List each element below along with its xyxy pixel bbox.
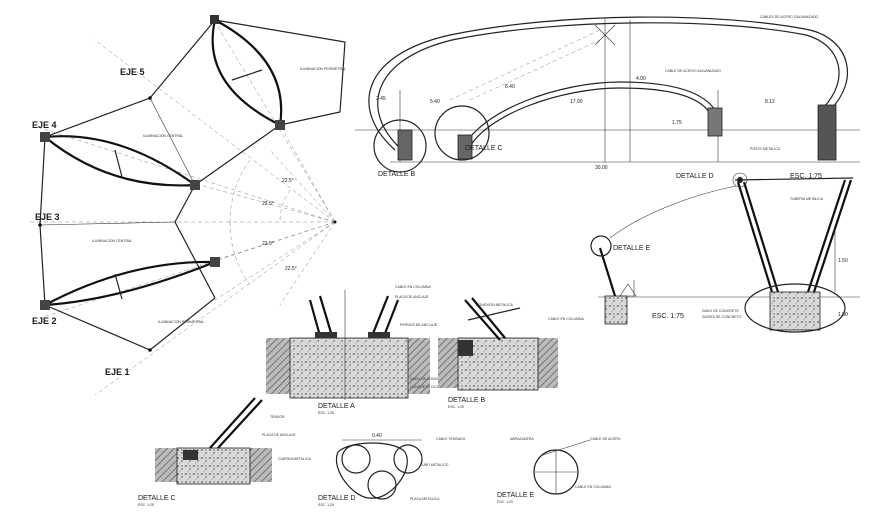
detail-scale: ESC. 1:25 [497, 500, 513, 504]
axis-label: EJE 3 [35, 212, 60, 222]
frame-view: DETALLE D DETALLE E 1.50 1.80 ESC. 1:75 … [590, 172, 860, 333]
detail-note: CABLE TENSADO [436, 437, 466, 441]
detail-b: DETALLE B ESC. 1:25 CONEXION METALICA CA… [438, 297, 584, 409]
elevation-note: POSTE METALICO [750, 147, 781, 151]
plan-dim: 22.5° [282, 178, 294, 184]
scale-label: ESC. 1:75 [652, 313, 684, 320]
frame-dim: 1.80 [838, 312, 848, 318]
plan-nodes [38, 15, 337, 352]
detail-note: PLACA DE ANCLAJE [262, 433, 296, 437]
elevation-note: CABLES DE ACERO GALVANIZADO [760, 15, 818, 19]
axis-label: EJE 2 [32, 316, 57, 326]
frame-dim: 1.50 [838, 258, 848, 264]
elevation-view: DETALLE B DETALLE C CABLES DE ACERO GALV… [355, 15, 860, 178]
detail-note: PLACA METALICA [410, 497, 440, 501]
plan-note: ILUMINACION CENTRAL [143, 134, 183, 138]
elevation-dim: 30.00 [595, 165, 608, 171]
axis-label: EJE 5 [120, 67, 145, 77]
detail-dim: 0.40 [372, 433, 382, 439]
footing [769, 291, 821, 331]
frame-note: ZAPATA DE CONCRETO [702, 315, 742, 319]
detail-title: DETALLE A [318, 403, 355, 410]
elevation-note: CABLE DE ACERO GALVANIZADO [665, 69, 721, 73]
detail-a: DETALLE A ESC. 1:25 CABLE EN COLUMNA PLA… [266, 285, 449, 415]
detail-note: CONEXION METALICA [476, 303, 514, 307]
detail-e: DETALLE E ESC. 1:25 ABRAZADERA CABLE DE … [497, 437, 621, 504]
detail-note: PERNOS DE ANCLAJE [400, 323, 438, 327]
plan-membranes [44, 19, 283, 307]
detail-title: DETALLE C [138, 495, 176, 502]
frame-note: TUBERIA METALICA [790, 197, 824, 201]
plan-dim: 22.5° [285, 266, 297, 272]
detail-e-circle [590, 235, 612, 257]
detail-scale: ESC. 1:25 [318, 503, 334, 507]
plan-note: ILUMINACION PERIMETRAL [300, 67, 346, 71]
plan-dim: 22.5° [262, 241, 274, 247]
detail-title: DETALLE D [318, 495, 356, 502]
detail-note: PLACA DE ANCLAJE [395, 295, 429, 299]
scale-label: ESC. 1:75 [790, 173, 822, 180]
plan-note: ILUMINACION PERIMETRAL [158, 320, 204, 324]
elevation-dim: 5.40 [430, 99, 440, 105]
plan-note: ILUMINACION CENTRAL [92, 239, 132, 243]
detail-note: ABRAZADERA [510, 437, 534, 441]
plan-view: EJE 5 EJE 4 EJE 3 EJE 2 EJE 1 ILUMINACIO… [30, 15, 346, 396]
detail-tag: DETALLE D [676, 173, 714, 180]
detail-scale: ESC. 1:25 [138, 503, 154, 507]
detail-c: DETALLE C ESC. 1:25 TENSOR PLACA DE ANCL… [138, 397, 311, 507]
axis-label: EJE 1 [105, 367, 130, 377]
detail-d: 0.40 DETALLE D ESC. 1:25 CABLE TENSADO T… [318, 433, 466, 507]
elevation-dim: 8.12 [765, 99, 775, 105]
detail-c-circle [434, 105, 490, 161]
detail-tag: DETALLE B [378, 171, 416, 178]
detail-note: TUBO METALICO [420, 463, 449, 467]
detail-note: CABLE EN COLUMNA [548, 317, 584, 321]
detail-note: CABLE EN COLUMNA [575, 485, 611, 489]
axis-label: EJE 4 [32, 120, 57, 130]
frame-note: DADO DE CONCRETO [702, 309, 739, 313]
detail-note: CONCRETO CICLOPEO [410, 385, 449, 389]
detail-note: CUERDA METALICA [278, 457, 311, 461]
detail-title: DETALLE B [448, 397, 486, 404]
elevation-dim: 2.45 [376, 96, 386, 102]
detail-circle [744, 283, 846, 333]
elevation-dim: 17.90 [570, 99, 583, 105]
elevation-dim: 8.40 [505, 84, 515, 90]
detail-scale: ESC. 1:25 [448, 405, 464, 409]
detail-note: CABLE EN COLUMNA [395, 285, 431, 289]
radial-lines [30, 21, 336, 396]
elevation-dim: 1.75 [672, 120, 682, 126]
detail-scale: ESC. 1:25 [318, 411, 334, 415]
detail-tag: DETALLE C [465, 145, 503, 152]
detail-b-circle [373, 119, 427, 173]
detail-note: CABLE DE ACERO [590, 437, 621, 441]
elevation-dim: 4.00 [636, 76, 646, 82]
detail-tag: DETALLE E [613, 245, 651, 252]
plan-dim: 22.5° [262, 201, 274, 207]
detail-note: TENSOR [270, 415, 285, 419]
detail-note: DADO DE CONCRETO [410, 377, 447, 381]
detail-title: DETALLE E [497, 492, 535, 499]
